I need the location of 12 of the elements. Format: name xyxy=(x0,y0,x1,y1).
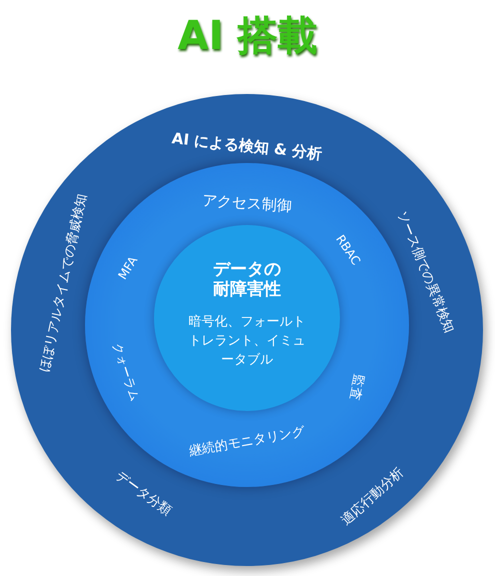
core-heading: データの耐障害性 xyxy=(212,260,282,300)
ring-label: 継続的モニタリング xyxy=(188,424,306,460)
ring-label: 監査 xyxy=(346,372,366,402)
ring-label: 適応行動分析 xyxy=(338,465,408,529)
core-description: 暗号化、フォールトトレラント、イミュータブル xyxy=(188,314,306,370)
ring-label: データ分類 xyxy=(112,468,174,520)
ring-label: ソース側での異常検知 xyxy=(393,208,457,336)
ring-label: ほぼリアルタイムでの脅威検知 xyxy=(37,192,91,374)
title: AI 搭載 xyxy=(178,13,318,59)
ring-label: クォーラム xyxy=(110,341,142,403)
ring-label: アクセス制御 xyxy=(201,190,293,216)
ring-label: AI による検知 & 分析 xyxy=(171,129,323,163)
